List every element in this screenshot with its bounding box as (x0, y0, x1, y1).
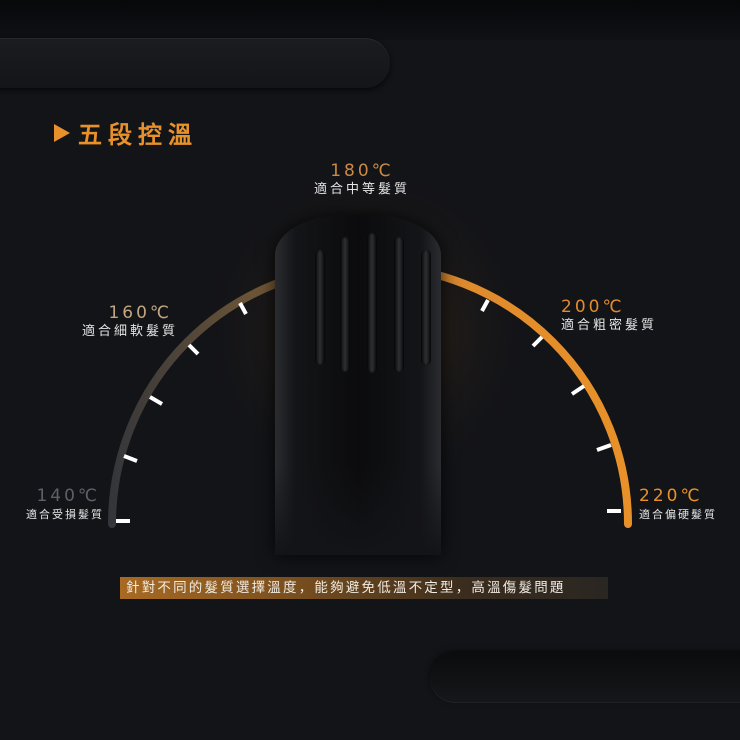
tick-mark (187, 343, 200, 356)
gauge-ticks (116, 299, 621, 523)
temp-value: 140℃ (36, 486, 100, 506)
triangle-right-icon (54, 123, 70, 142)
product-groove (315, 250, 325, 365)
temp-description: 適合細軟髮質 (81, 324, 178, 339)
tick-mark (238, 302, 248, 315)
temp-description: 適合中等髮質 (313, 182, 410, 197)
temp-label-220: 220℃ 適合偏硬髮質 (639, 486, 717, 524)
temp-description: 適合受損髮質 (26, 508, 104, 521)
temp-label-160: 160℃ 適合細軟髮質 (68, 303, 178, 341)
temp-label-180: 180℃ 適合中等髮質 (310, 161, 414, 199)
temp-description: 適合粗密髮質 (561, 318, 658, 333)
feature-description-banner: 針對不同的髮質選擇溫度，能夠避免低溫不定型，高溫傷髮問題 (120, 577, 608, 599)
product-groove (421, 250, 431, 365)
temp-label-140: 140℃ 適合受損髮質 (18, 486, 104, 524)
section-heading: 五段控溫 (54, 115, 198, 150)
product-groove (340, 237, 350, 372)
temp-label-200: 200℃ 適合粗密髮質 (561, 297, 657, 335)
top-decorative-bar (0, 38, 390, 88)
temp-value: 180℃ (330, 161, 394, 181)
tick-mark (148, 395, 164, 406)
tick-mark (480, 299, 490, 312)
temp-value: 220℃ (639, 486, 703, 506)
product-fade (275, 465, 441, 555)
product-groove (367, 233, 377, 373)
bottom-decorative-bar (430, 653, 740, 703)
temp-description: 適合偏硬髮質 (639, 508, 717, 521)
tick-mark (123, 454, 138, 463)
tick-mark (596, 443, 612, 452)
temp-value: 200℃ (561, 297, 625, 317)
section-title: 五段控溫 (78, 121, 198, 149)
tick-mark (531, 335, 544, 348)
product-groove (394, 237, 404, 372)
hair-tool-product-image (275, 215, 441, 555)
top-shadow (0, 0, 740, 40)
tick-mark (570, 384, 586, 396)
temp-value: 160℃ (108, 303, 172, 323)
